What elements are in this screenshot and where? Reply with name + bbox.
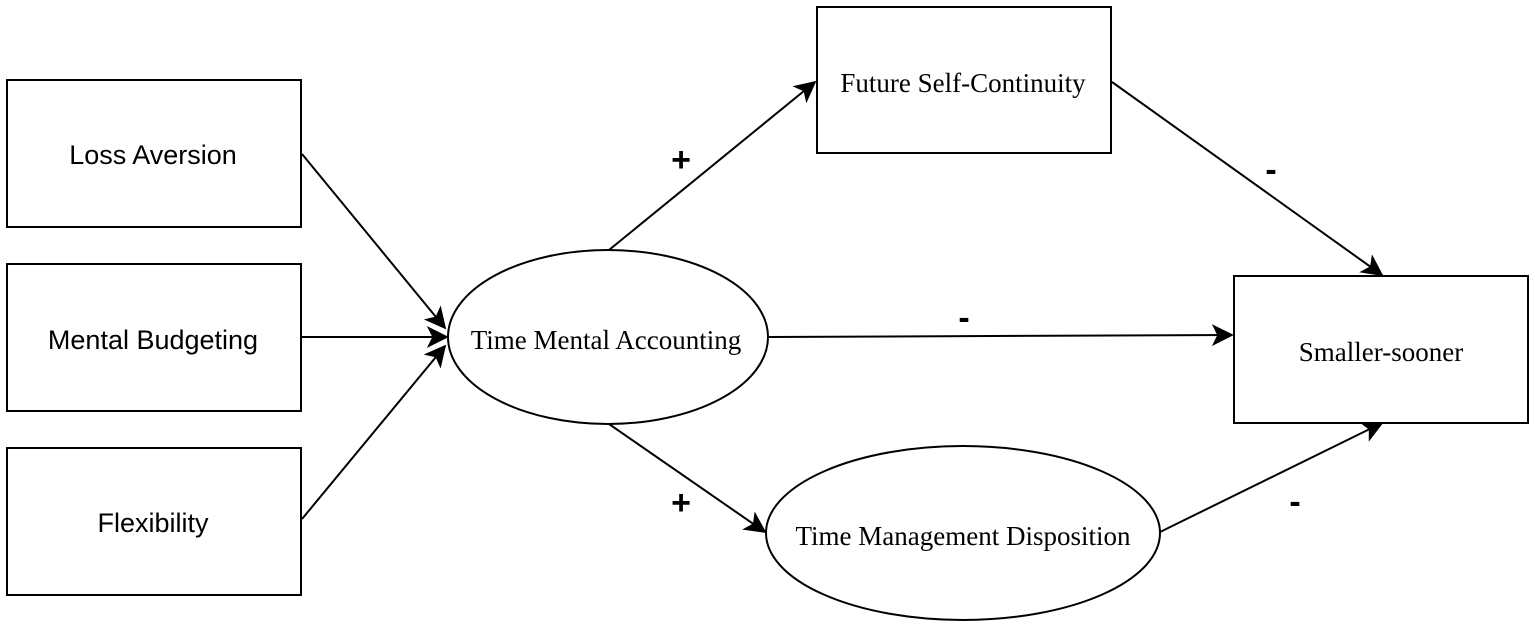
edge-flexibility-to-tma [301, 344, 447, 520]
edge-tma-to-tmd [608, 423, 767, 534]
node-loss-aversion-box [6, 79, 302, 228]
node-mental-budgeting-label: Mental Budgeting [48, 325, 258, 355]
sign-tmd-to-smaller-sooner: - [1289, 483, 1300, 521]
node-smaller-sooner-box [1233, 275, 1529, 424]
node-mental-budgeting-box [6, 263, 302, 412]
sign-tma-to-smaller-sooner: - [958, 299, 969, 337]
edge-loss-aversion-to-tma [301, 153, 447, 330]
node-loss-aversion-label: Loss Aversion [69, 140, 237, 170]
node-time-mental-accounting-ellipse [447, 249, 769, 425]
node-time-mental-accounting-label: Time Mental Accounting [471, 325, 742, 355]
node-time-management-disposition-ellipse [765, 445, 1161, 621]
node-future-self-continuity-box [816, 6, 1112, 154]
sign-fsc-to-smaller-sooner: - [1265, 151, 1276, 189]
edge-tmd-to-smaller-sooner [1159, 422, 1384, 533]
node-flexibility-box [6, 447, 302, 596]
node-future-self-continuity-label: Future Self-Continuity [840, 68, 1086, 98]
node-flexibility-label: Flexibility [97, 508, 209, 538]
sign-tma-to-tmd: + [671, 484, 691, 522]
node-time-management-disposition-label: Time Management Disposition [796, 521, 1131, 551]
sign-tma-to-fsc: + [671, 141, 691, 179]
edge-tma-to-smaller-sooner [767, 324, 1234, 347]
edge-fsc-to-smaller-sooner [1111, 81, 1384, 277]
edge-tma-to-fsc [608, 80, 817, 251]
node-smaller-sooner-label: Smaller-sooner [1299, 337, 1463, 367]
